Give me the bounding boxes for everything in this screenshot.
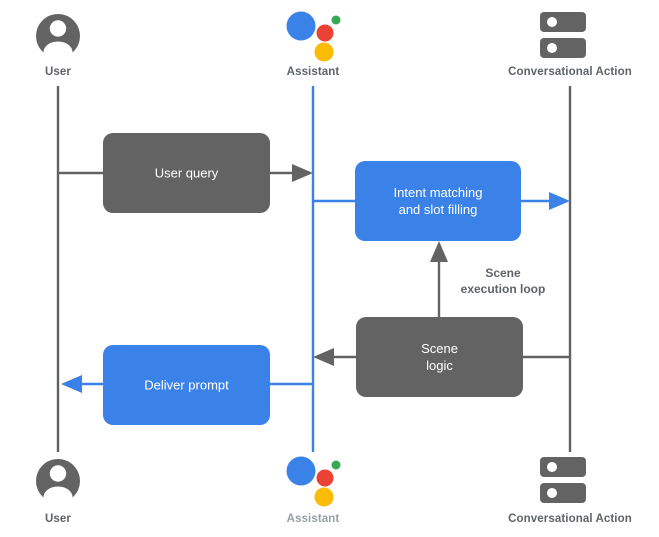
arrowhead-scene-logic-to-assistant: [313, 348, 334, 366]
assistant-yellow-dot: [314, 42, 334, 62]
nodes-group: [103, 133, 523, 425]
node-user-query[interactable]: [103, 133, 270, 213]
arrowhead-query-to-assistant: [292, 164, 313, 182]
assistant-red-dot: [316, 24, 334, 42]
arrowhead-deliver-prompt-to-user: [61, 375, 82, 393]
user-avatar-icon-bottom: [36, 459, 80, 508]
google-assistant-icon-top: [286, 11, 341, 62]
node-deliver-prompt[interactable]: [103, 345, 270, 425]
assistant-yellow-dot: [314, 487, 334, 507]
actor-label-assistant-top: Assistant: [286, 66, 340, 78]
assistant-green-dot: [331, 15, 341, 25]
arrowhead-intent-to-ca: [549, 192, 570, 210]
user-avatar-icon-top: [36, 14, 80, 63]
assistant-green-dot: [331, 460, 341, 470]
actor-label-conversational-action-bottom: Conversational Action: [508, 513, 632, 525]
actor-label-conversational-action-top: Conversational Action: [508, 66, 632, 78]
node-scene-logic[interactable]: [356, 317, 523, 397]
server-icon-bottom: [540, 457, 586, 503]
assistant-blue-dot: [286, 11, 316, 41]
lifelines-group: [56, 86, 572, 452]
server-icon-top: [540, 12, 586, 58]
annotation-scene-execution-loop: Scene execution loop: [460, 266, 546, 296]
assistant-red-dot: [316, 469, 334, 487]
actor-label-user-bottom: User: [45, 513, 71, 525]
actor-label-assistant-bottom: Assistant: [286, 513, 340, 525]
google-assistant-icon-bottom: [286, 456, 341, 507]
arrowhead-scene-logic-to-intent: [430, 241, 448, 262]
actor-label-user-top: User: [45, 66, 71, 78]
assistant-blue-dot: [286, 456, 316, 486]
node-intent-matching[interactable]: [355, 161, 521, 241]
connectors-group: [58, 164, 570, 393]
